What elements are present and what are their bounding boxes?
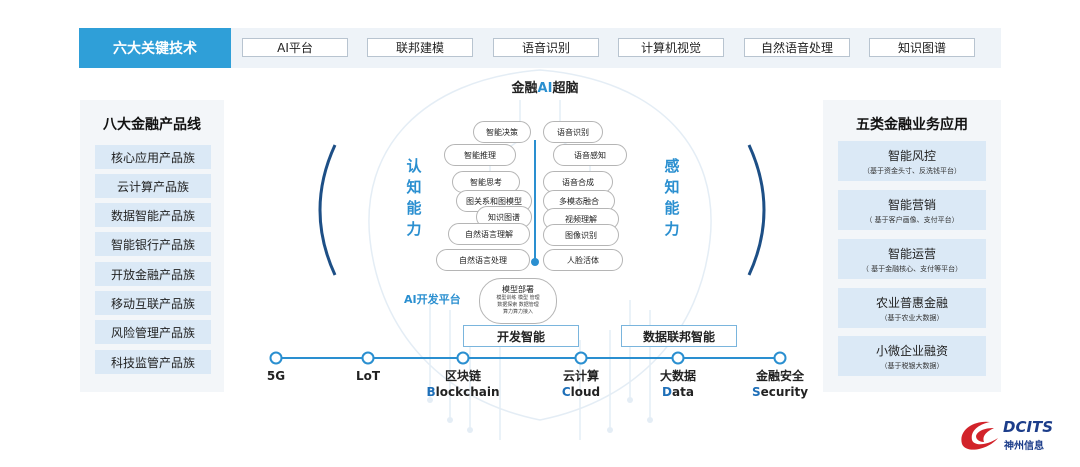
right-arc xyxy=(747,144,766,276)
timeline-cn: LoT xyxy=(355,369,381,383)
capability-bubble: 智能决策 xyxy=(473,121,531,143)
product-line-item: 云计算产品族 xyxy=(95,174,211,198)
perception-ability-label: 感 知 能 力 xyxy=(662,156,682,240)
model-deploy-bubble: 模型部署 模型训练 模型 管理 数据探索 数据管理 算力算力接入 xyxy=(479,278,557,324)
timeline-en-rest: ata xyxy=(672,385,694,399)
model-deploy-title: 模型部署 xyxy=(502,285,534,294)
timeline-en-rest: ecurity xyxy=(760,385,809,399)
brain-title-ai: AI xyxy=(537,81,553,96)
capability-bubble: 语音识别 xyxy=(543,121,603,143)
timeline-label-cloud: 云计算 Cloud xyxy=(551,368,611,400)
product-line-item: 科技监管产品族 xyxy=(95,350,211,374)
capability-bubble: 图像识别 xyxy=(543,224,619,246)
timeline-node xyxy=(574,351,588,365)
tech-item-nlp: 自然语音处理 xyxy=(744,38,850,57)
brain-center-line xyxy=(534,140,536,262)
tech-item-kg: 知识图谱 xyxy=(869,38,975,57)
business-app-item: 智能风控 （基于资金头寸、反洗钱平台） xyxy=(838,141,986,181)
product-line-item: 核心应用产品族 xyxy=(95,145,211,169)
product-line-item: 移动互联产品族 xyxy=(95,291,211,315)
timeline-cn: 区块链 xyxy=(444,369,481,383)
business-app-sub: （基于税银大数据） xyxy=(880,361,944,370)
capability-bubble: 自然语言处理 xyxy=(436,249,530,271)
dcits-logo-cn: 神州信息 xyxy=(1004,441,1044,452)
timeline-en-initial: S xyxy=(751,385,761,399)
product-line-item: 数据智能产品族 xyxy=(95,203,211,227)
product-line-item: 开放金融产品族 xyxy=(95,262,211,286)
timeline-cn: 云计算 xyxy=(562,369,599,383)
timeline-label-lot: LoT xyxy=(348,368,388,384)
model-deploy-line: 算力算力接入 xyxy=(502,309,533,315)
brain-title-post: 超脑 xyxy=(552,81,579,96)
perception-char: 能 xyxy=(664,199,680,217)
business-apps-title: 五类金融业务应用 xyxy=(856,117,968,133)
cognitive-char: 能 xyxy=(406,199,422,217)
cognitive-char: 知 xyxy=(406,178,422,196)
capability-bubble: 自然语言理解 xyxy=(448,223,530,245)
timeline-cn: 大数据 xyxy=(659,369,696,383)
model-deploy-line: 数据探索 数据管理 xyxy=(497,302,539,308)
timeline-label-blockchain: 区块链 Blockchain xyxy=(423,368,503,400)
tech-item-vision: 计算机视觉 xyxy=(618,38,724,57)
business-app-sub: （基于资金头寸、反洗钱平台） xyxy=(863,166,961,175)
perception-char: 力 xyxy=(664,220,680,238)
timeline-label-data: 大数据 Data xyxy=(648,368,708,400)
business-app-sub: （基于农业大数据） xyxy=(880,313,944,322)
tech-item-ai-platform: AI平台 xyxy=(242,38,348,57)
tech-title: 六大关键技术 xyxy=(79,28,231,68)
business-app-name: 智能风控 xyxy=(887,148,936,163)
timeline-node xyxy=(269,351,283,365)
business-app-name: 智能营销 xyxy=(887,197,936,212)
business-app-item: 智能营销 （ 基于客户画像、支付平台） xyxy=(838,190,986,230)
cognitive-char: 力 xyxy=(406,220,422,238)
timeline-en-initial: B xyxy=(426,385,436,399)
business-app-name: 智能运营 xyxy=(887,246,936,261)
business-app-sub: （ 基于金融核心、支付等平台） xyxy=(861,264,963,273)
timeline-en-initial: C xyxy=(561,385,571,399)
product-lines-title: 八大金融产品线 xyxy=(103,117,201,133)
ai-dev-platform-label: AI开发平台 xyxy=(404,293,461,306)
cognitive-char: 认 xyxy=(406,157,422,175)
brain-center-dot xyxy=(531,258,539,266)
timeline-en-rest: loud xyxy=(570,385,601,399)
tech-item-federated: 联邦建模 xyxy=(367,38,473,57)
timeline-cn: 5G xyxy=(266,369,286,383)
product-line-item: 智能银行产品族 xyxy=(95,232,211,256)
capability-bubble: 语音感知 xyxy=(553,144,627,166)
tech-item-speech: 语音识别 xyxy=(493,38,599,57)
cognitive-ability-label: 认 知 能 力 xyxy=(404,156,424,240)
capability-bubble: 智能推理 xyxy=(444,144,516,166)
dcits-logo-text: DCITS xyxy=(1003,418,1054,436)
dcits-logo-icon xyxy=(961,421,998,450)
data-federation-box: 数据联邦智能 xyxy=(621,325,737,347)
model-deploy-line: 模型训练 模型 管理 xyxy=(496,295,540,301)
product-line-item: 风险管理产品族 xyxy=(95,320,211,344)
dev-intelligence-box: 开发智能 xyxy=(463,325,579,347)
capability-bubble: 人脸活体 xyxy=(543,249,623,271)
timeline xyxy=(269,351,787,365)
timeline-cn: 金融安全 xyxy=(755,369,804,383)
timeline-en-initial: D xyxy=(662,385,673,399)
timeline-label-security: 金融安全 Security xyxy=(742,368,818,400)
business-app-item: 小微企业融资 （基于税银大数据） xyxy=(838,336,986,376)
timeline-node xyxy=(773,351,787,365)
business-app-sub: （ 基于客户画像、支付平台） xyxy=(865,215,959,224)
capability-bubble: 多模态融合 xyxy=(543,190,615,212)
brain-title: 金融AI超脑 xyxy=(470,77,620,96)
brain-title-pre: 金融 xyxy=(511,81,538,96)
left-arc xyxy=(318,144,337,276)
perception-char: 知 xyxy=(664,178,680,196)
perception-char: 感 xyxy=(664,157,680,175)
timeline-node xyxy=(456,351,470,365)
business-app-item: 智能运营 （ 基于金融核心、支付等平台） xyxy=(838,239,986,279)
business-app-item: 农业普惠金融 （基于农业大数据） xyxy=(838,288,986,328)
timeline-en-rest: lockchain xyxy=(435,385,500,399)
business-app-name: 小微企业融资 xyxy=(875,343,948,358)
business-app-name: 农业普惠金融 xyxy=(875,295,948,310)
timeline-node xyxy=(361,351,375,365)
timeline-label-5g: 5G xyxy=(256,368,296,384)
timeline-node xyxy=(671,351,685,365)
